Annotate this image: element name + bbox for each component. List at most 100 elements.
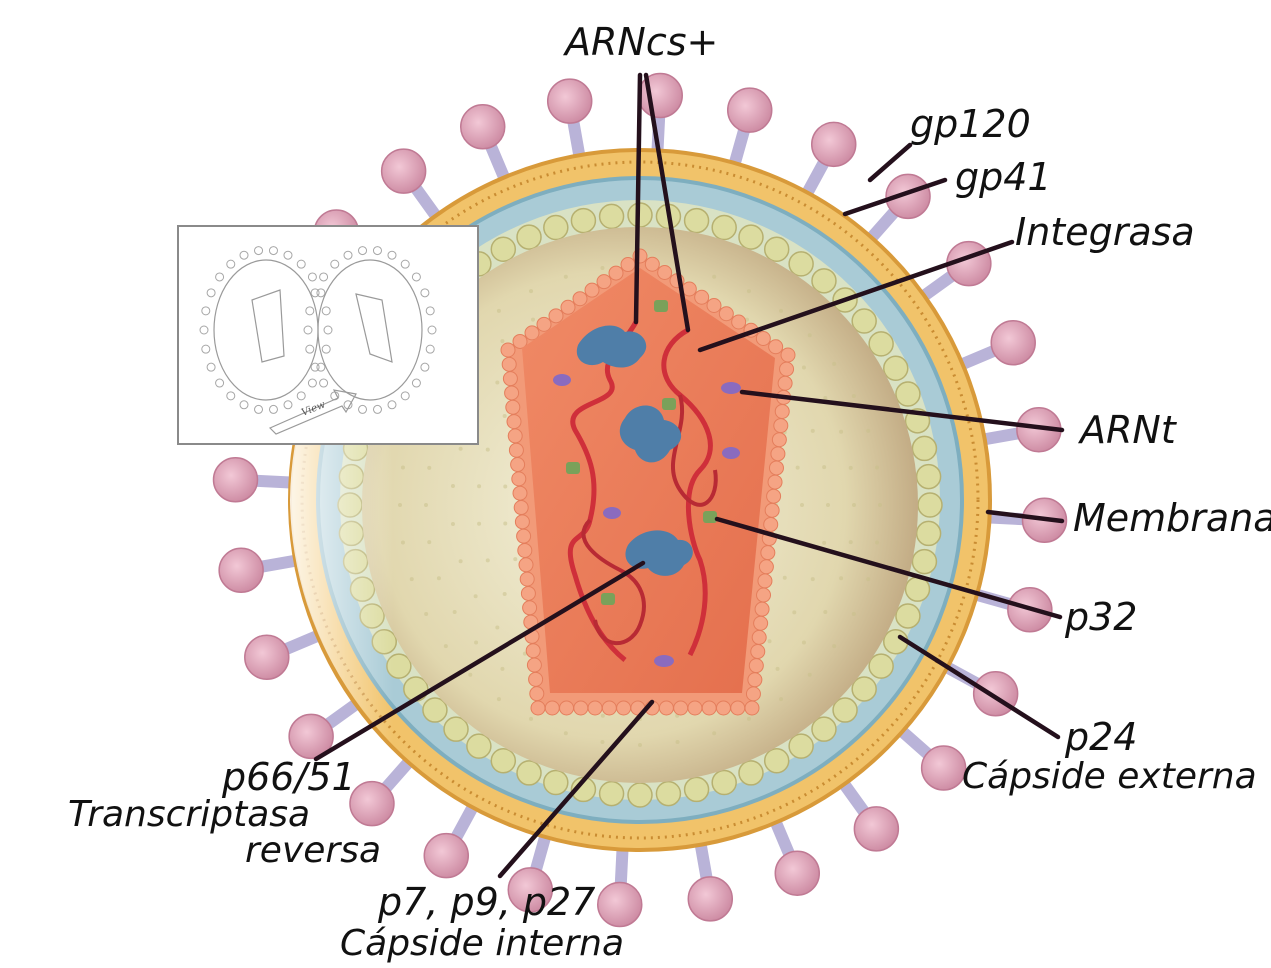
core-bead — [760, 545, 776, 561]
lattice-dot — [600, 740, 605, 745]
p32-particle — [601, 593, 615, 605]
core-bead — [744, 700, 760, 716]
label-reversa: reversa — [245, 830, 381, 871]
capsid-bead — [763, 236, 790, 262]
core-bead — [751, 629, 767, 645]
capsid-bead — [915, 463, 942, 490]
gp120-head — [288, 713, 334, 760]
inset-spike — [283, 400, 293, 410]
gp120-head — [423, 832, 470, 879]
lattice-dot — [878, 503, 882, 507]
lattice-dot — [823, 396, 828, 400]
leader-p24 — [897, 634, 1061, 740]
capsid-bead — [598, 203, 625, 230]
core-bead — [573, 700, 589, 716]
capsid-bead — [895, 603, 921, 629]
gp120-head — [853, 806, 900, 852]
inset-spike — [319, 272, 329, 282]
inset-spike — [254, 246, 264, 256]
inset-spike — [296, 391, 306, 401]
rna-strand-4 — [670, 394, 718, 507]
inset-spike — [420, 288, 430, 298]
core-bead — [771, 432, 787, 448]
inset-spike — [420, 362, 430, 372]
inset-spike — [330, 259, 340, 269]
capsid-bead — [911, 548, 938, 575]
capsid-bead — [895, 381, 921, 407]
inset-spike — [321, 306, 331, 316]
core-bead — [530, 700, 546, 716]
capsid-bead — [516, 224, 542, 250]
leader-arncs-left — [633, 72, 643, 325]
leader-membrana — [985, 509, 1065, 524]
capsid-bead — [868, 653, 894, 679]
lattice-dot — [822, 465, 827, 470]
core-bead — [766, 488, 782, 504]
core-bead — [601, 700, 617, 716]
capsid-bead — [711, 769, 737, 796]
lattice-dot — [823, 610, 828, 614]
core-bead — [747, 672, 763, 688]
capsid-bead — [811, 268, 837, 294]
core-bead — [616, 700, 632, 716]
inset-spike — [215, 378, 225, 388]
core-bead — [544, 700, 560, 716]
core-bead — [757, 573, 773, 589]
core-bead — [701, 700, 717, 716]
capsid-bead — [738, 760, 764, 786]
rna-strand-1 — [567, 320, 639, 662]
gp120-head — [244, 634, 290, 681]
lattice-dot — [522, 651, 527, 656]
leader-arncs-right — [643, 72, 691, 333]
core-bead — [755, 331, 771, 346]
lattice-dot — [801, 640, 806, 645]
capsid-bead — [543, 214, 569, 241]
lattice-dot — [848, 465, 853, 470]
lattice-dot — [875, 465, 880, 470]
core-bead — [753, 615, 769, 631]
core-bead — [620, 257, 636, 273]
trna-particle — [553, 374, 571, 386]
view-orientation-inset: View — [177, 225, 479, 445]
lattice-dot — [826, 503, 830, 507]
capsid-bead — [598, 780, 625, 807]
lattice-dot — [675, 740, 680, 745]
enzyme-blob-1 — [576, 325, 647, 368]
core-bead — [525, 643, 541, 659]
inset-spike — [226, 259, 236, 269]
rna-strand-3 — [581, 518, 646, 646]
core-bead — [758, 559, 774, 575]
lattice-dot — [832, 644, 837, 649]
core-bead — [694, 289, 710, 305]
capsid-bead — [683, 207, 710, 234]
inset-spike — [387, 400, 397, 410]
lattice-dot — [810, 577, 815, 582]
lattice-dot — [712, 274, 717, 279]
capsid-bead — [832, 697, 858, 723]
inset-spike — [303, 325, 313, 335]
gp120-head — [920, 745, 967, 791]
inset-spike — [206, 288, 216, 298]
capsid-bead — [811, 716, 837, 742]
inset-spike — [321, 344, 331, 354]
lattice-dot — [792, 610, 797, 615]
lattice-dot — [775, 666, 780, 671]
inset-spike — [372, 404, 382, 414]
inset-spike — [239, 400, 249, 410]
capsid-bead — [683, 776, 710, 803]
leader-p32 — [714, 516, 1063, 620]
inset-spike — [283, 250, 293, 260]
lattice-dot — [852, 503, 856, 507]
label-p66-51: p66/51 — [221, 755, 356, 799]
gp120-head — [212, 457, 259, 503]
lattice-dot — [866, 577, 871, 582]
capsid-bead — [516, 760, 542, 786]
p32-particle — [662, 398, 676, 410]
label-p7-p9-p27: p7, p9, p27 — [377, 880, 595, 924]
inset-spike — [307, 378, 317, 388]
core-bead — [780, 347, 796, 363]
inset-spike — [427, 325, 437, 335]
inset-spike — [307, 272, 317, 282]
inset-spike — [305, 306, 315, 316]
inset-spike — [358, 246, 368, 256]
